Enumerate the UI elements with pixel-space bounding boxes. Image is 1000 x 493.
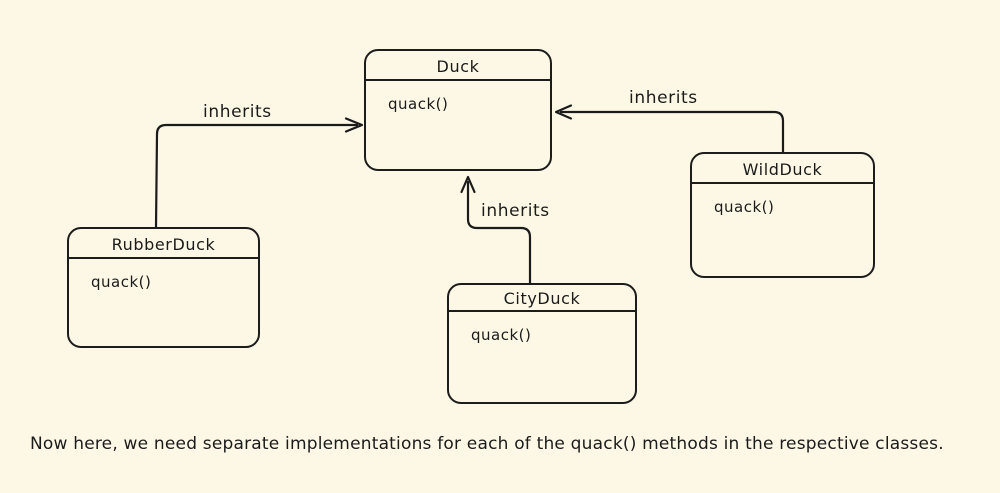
class-method-wildduck: quack() <box>714 198 775 216</box>
class-name-wildduck: WildDuck <box>692 154 873 184</box>
inherits-label-cityduck: inherits <box>481 201 550 221</box>
class-method-rubberduck: quack() <box>91 273 152 291</box>
class-name-cityduck: CityDuck <box>449 285 635 312</box>
arrow-wildduck-to-duck <box>554 104 785 154</box>
arrow-cityduck-to-duck <box>460 175 532 285</box>
inherits-label-wildduck: inherits <box>629 88 698 108</box>
arrowhead-right-icon <box>344 117 364 133</box>
arrowhead-left-icon <box>554 104 573 120</box>
arrow-rubberduck-to-duck <box>154 117 364 229</box>
class-box-cityduck: CityDuck quack() <box>447 283 637 404</box>
arrowhead-up-icon <box>460 175 476 194</box>
class-name-rubberduck: RubberDuck <box>69 229 258 259</box>
class-method-duck: quack() <box>388 95 449 113</box>
class-box-rubberduck: RubberDuck quack() <box>67 227 260 348</box>
class-method-cityduck: quack() <box>471 326 532 344</box>
class-box-wildduck: WildDuck quack() <box>690 152 875 278</box>
caption-text: Now here, we need separate implementatio… <box>30 434 944 454</box>
class-box-duck: Duck quack() <box>364 49 552 171</box>
inherits-label-rubberduck: inherits <box>203 102 272 122</box>
class-name-duck: Duck <box>366 51 550 81</box>
